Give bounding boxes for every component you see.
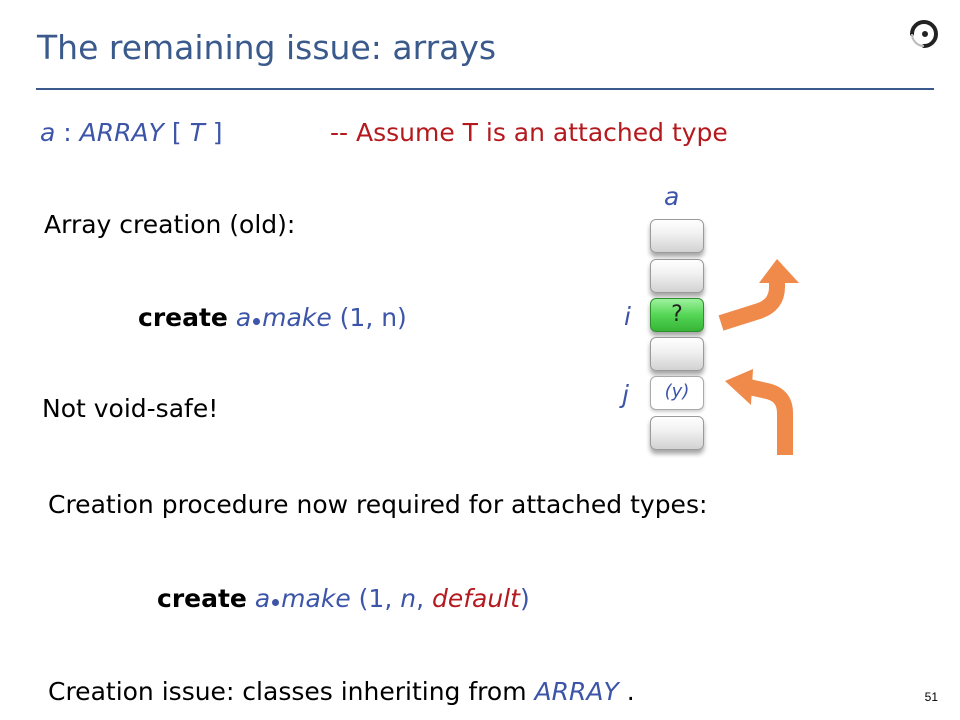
old-create-keyword: create bbox=[138, 303, 228, 332]
declaration-colon: : bbox=[63, 118, 72, 147]
array-cell-unknown: ? bbox=[650, 298, 704, 332]
creation-issue-period: . bbox=[626, 677, 635, 706]
eiffel-logo-icon bbox=[910, 20, 938, 48]
new-create-comma: , bbox=[416, 584, 432, 613]
feature-dot-icon bbox=[272, 599, 280, 606]
page-number: 51 bbox=[924, 690, 938, 704]
slide-title: The remaining issue: arrays bbox=[37, 28, 497, 67]
feature-dot-icon bbox=[253, 318, 261, 325]
declaration-lbracket: [ bbox=[171, 118, 182, 147]
new-create-args-open: (1, bbox=[358, 584, 401, 613]
old-create-args: (1, n) bbox=[339, 303, 407, 332]
declaration-rbracket: ] bbox=[212, 118, 223, 147]
declaration-line: a : ARRAY [ T ] bbox=[40, 118, 223, 147]
declaration-var: a bbox=[40, 118, 56, 147]
arrow-up-right-icon-head bbox=[759, 259, 799, 283]
declaration-comment: -- Assume T is an attached type bbox=[330, 118, 728, 147]
array-cell bbox=[650, 219, 704, 253]
new-create-target: a bbox=[254, 584, 271, 613]
new-create-arg-default: default bbox=[431, 584, 520, 613]
array-cell bbox=[650, 337, 704, 371]
creation-issue-class: ARRAY bbox=[534, 677, 619, 706]
array-cell bbox=[650, 416, 704, 450]
index-label-i: i bbox=[624, 302, 631, 331]
declaration-type: ARRAY bbox=[79, 118, 164, 147]
declaration-type-param: T bbox=[189, 118, 205, 147]
array-cell bbox=[650, 259, 704, 293]
index-label-j: j bbox=[622, 380, 629, 409]
creation-issue-line: Creation issue: classes inheriting from … bbox=[48, 677, 635, 706]
old-creation-heading: Array creation (old): bbox=[44, 210, 296, 239]
title-divider bbox=[36, 88, 934, 90]
arrow-icons bbox=[718, 259, 799, 455]
old-create-target: a bbox=[235, 303, 252, 332]
array-label: a bbox=[664, 182, 680, 211]
new-create-args-close: ) bbox=[519, 584, 530, 613]
arrow-up-left-icon-head bbox=[725, 369, 753, 405]
array-cell-value: (y) bbox=[650, 376, 704, 410]
new-creation-heading: Creation procedure now required for atta… bbox=[48, 490, 708, 519]
creation-issue-text: Creation issue: classes inheriting from bbox=[48, 677, 527, 706]
old-create-feature: make bbox=[262, 303, 332, 332]
new-create-feature: make bbox=[281, 584, 351, 613]
arrow-up-left-icon bbox=[747, 379, 793, 455]
old-creation-warning: Not void-safe! bbox=[42, 394, 219, 423]
new-create-arg-n: n bbox=[400, 584, 417, 613]
arrow-up-right-icon bbox=[718, 279, 785, 331]
new-create-keyword: create bbox=[157, 584, 247, 613]
